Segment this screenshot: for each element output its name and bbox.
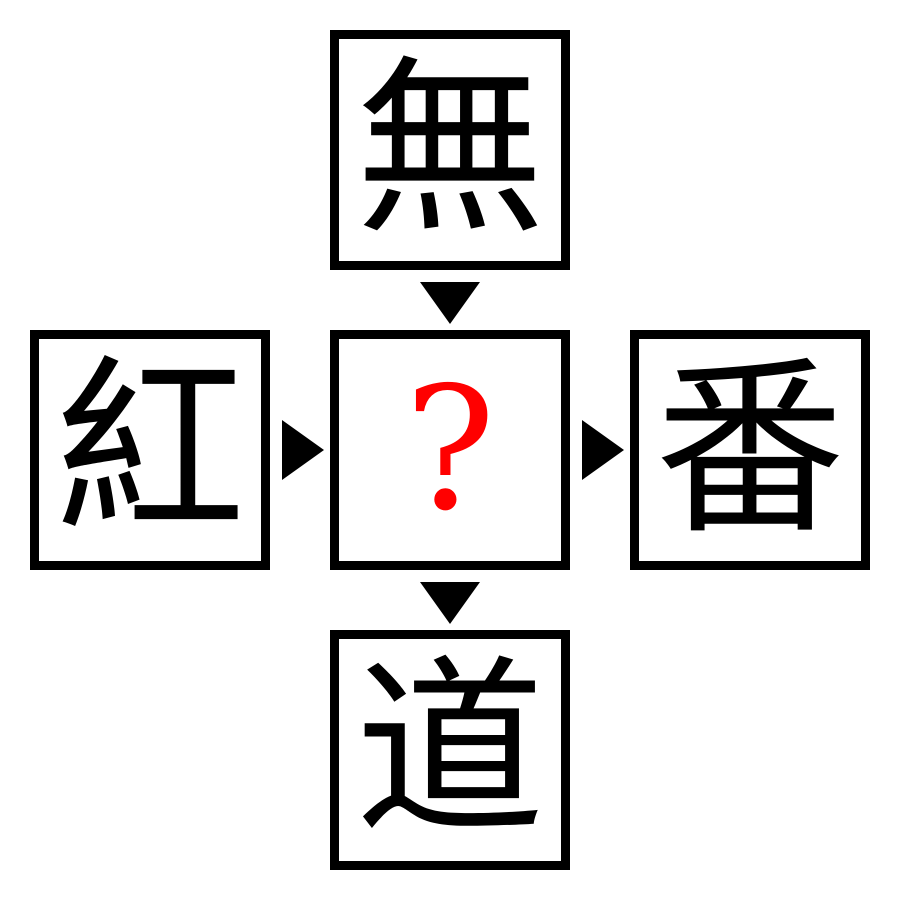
answer-tile-center[interactable]: ? — [330, 330, 570, 570]
kanji-char-left: 紅 — [54, 339, 245, 560]
arrow-right-icon — [582, 420, 624, 480]
kanji-char-right: 番 — [654, 339, 845, 560]
kanji-tile-bottom: 道 — [330, 630, 570, 870]
kanji-tile-top: 無 — [330, 30, 570, 270]
kanji-tile-left: 紅 — [30, 330, 270, 570]
question-mark: ? — [404, 351, 496, 549]
arrow-down-icon — [420, 282, 480, 324]
arrow-down-icon — [420, 582, 480, 624]
kanji-char-top: 無 — [354, 39, 545, 260]
kanji-char-bottom: 道 — [354, 639, 545, 860]
kanji-tile-right: 番 — [630, 330, 870, 570]
arrow-right-icon — [282, 420, 324, 480]
